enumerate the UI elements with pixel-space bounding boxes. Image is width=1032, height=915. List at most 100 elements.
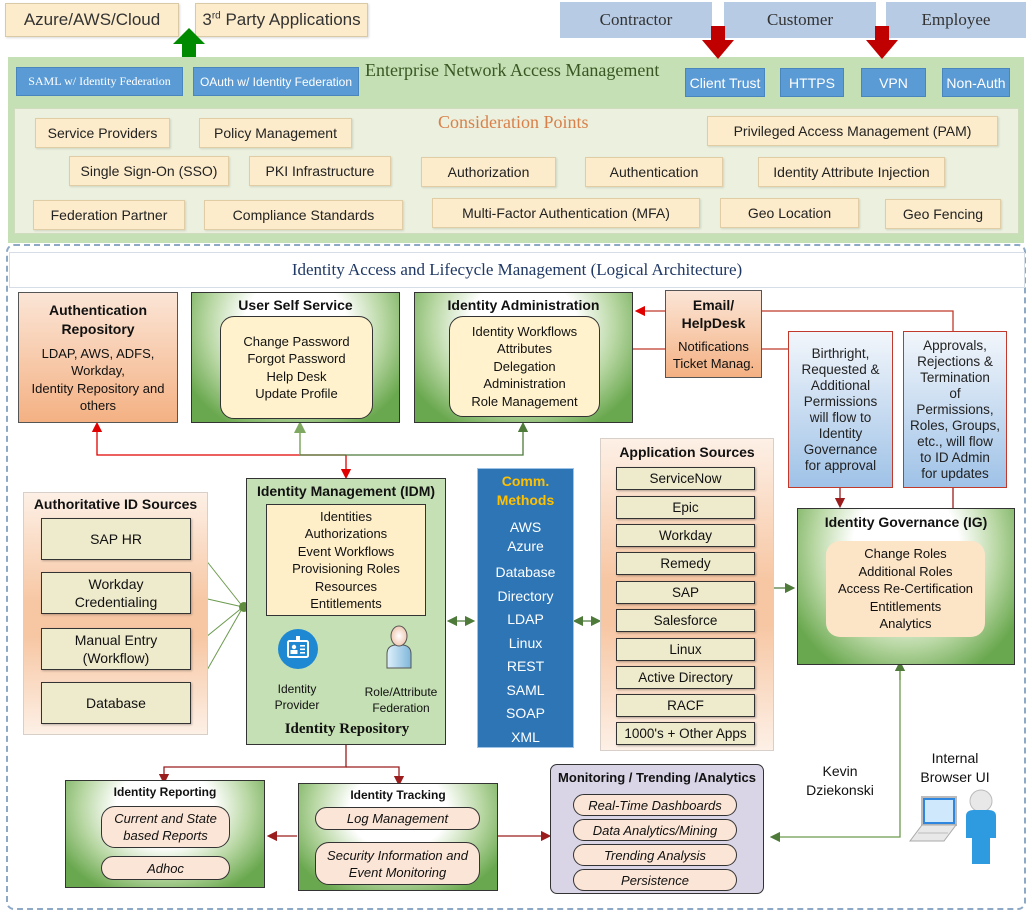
identity-reporting[interactable]: Identity Reporting Current and State bas… bbox=[65, 780, 265, 888]
consideration-geo-location[interactable]: Geo Location bbox=[720, 198, 859, 228]
report-label: Adhoc bbox=[147, 860, 184, 876]
consideration-compliance-standards[interactable]: Compliance Standards bbox=[204, 200, 403, 230]
app-source-item[interactable]: Linux bbox=[616, 638, 755, 661]
monitoring-item[interactable]: Trending Analysis bbox=[573, 844, 737, 866]
flow-note-line: Termination bbox=[920, 369, 990, 385]
consideration-label: Single Sign-On (SSO) bbox=[80, 163, 218, 179]
monitoring-label: Trending Analysis bbox=[604, 847, 706, 863]
flow-note-line: Identity bbox=[818, 425, 863, 441]
self-service-item[interactable]: Change Password bbox=[243, 333, 350, 349]
consideration-policy-management[interactable]: Policy Management bbox=[199, 118, 352, 148]
monitoring-item[interactable]: Persistence bbox=[573, 869, 737, 891]
email-helpdesk[interactable]: Email/ HelpDesk Notifications Ticket Man… bbox=[665, 290, 762, 378]
consideration-pam[interactable]: Privileged Access Management (PAM) bbox=[707, 116, 998, 146]
consideration-label: Authentication bbox=[609, 164, 699, 180]
consideration-label: Geo Location bbox=[747, 205, 832, 221]
tracking-log-management[interactable]: Log Management bbox=[315, 807, 480, 830]
auth-source-label: SAP HR bbox=[90, 531, 142, 547]
consideration-label: Policy Management bbox=[214, 125, 337, 141]
user-type-contractor[interactable]: Contractor bbox=[560, 2, 712, 38]
authentication-repository[interactable]: Authentication Repository LDAP, AWS, ADF… bbox=[18, 292, 178, 423]
app-source-item[interactable]: Remedy bbox=[616, 552, 755, 575]
auth-source-database[interactable]: Database bbox=[41, 682, 191, 724]
tracking-siem[interactable]: Security Information and Event Monitorin… bbox=[315, 842, 480, 885]
identity-governance-ig[interactable]: Identity Governance (IG) Change Roles Ad… bbox=[797, 508, 1015, 665]
comm-item: SOAP bbox=[506, 705, 545, 721]
role-attribute-federation-icon[interactable] bbox=[384, 624, 414, 670]
oauth-federation-button[interactable]: OAuth w/ Identity Federation bbox=[193, 67, 359, 96]
comm-item: Linux bbox=[508, 634, 543, 651]
user-type-label: Employee bbox=[921, 10, 991, 29]
identity-provider-icon[interactable] bbox=[277, 628, 319, 670]
auth-repo-line: others bbox=[79, 398, 117, 413]
auth-source-workday[interactable]: Workday Credentialing bbox=[41, 572, 191, 614]
self-service-item[interactable]: Help Desk bbox=[266, 368, 327, 384]
cloud-target-azure-aws[interactable]: Azure/AWS/Cloud bbox=[5, 3, 179, 37]
down-arrow-icon bbox=[866, 26, 898, 59]
consideration-mfa[interactable]: Multi-Factor Authentication (MFA) bbox=[432, 198, 700, 228]
identity-administration[interactable]: Identity Administration Identity Workflo… bbox=[414, 292, 633, 423]
report-current-state[interactable]: Current and State based Reports bbox=[101, 806, 230, 848]
tracking-label: Log Management bbox=[346, 811, 449, 826]
auth-source-sap-hr[interactable]: SAP HR bbox=[41, 518, 191, 560]
user-type-customer[interactable]: Customer bbox=[724, 2, 876, 38]
app-source-item[interactable]: Active Directory bbox=[616, 666, 755, 689]
monitoring-trending-analytics[interactable]: Monitoring / Trending /Analytics Real-Ti… bbox=[550, 764, 764, 894]
monitoring-item[interactable]: Real-Time Dashboards bbox=[573, 794, 737, 816]
consideration-federation-partner[interactable]: Federation Partner bbox=[33, 200, 185, 230]
consideration-label: Multi-Factor Authentication (MFA) bbox=[462, 205, 670, 221]
app-source-label: 1000's + Other Apps bbox=[624, 726, 747, 741]
user-type-employee[interactable]: Employee bbox=[886, 2, 1026, 38]
auth-source-label: Manual Entry bbox=[74, 632, 158, 648]
app-source-label: Salesforce bbox=[653, 613, 718, 628]
consideration-identity-attribute-injection[interactable]: Identity Attribute Injection bbox=[758, 157, 945, 187]
app-source-item[interactable]: Epic bbox=[616, 496, 755, 519]
network-title: Enterprise Network Access Management bbox=[365, 60, 660, 80]
vpn-button[interactable]: VPN bbox=[861, 68, 926, 97]
monitoring-item[interactable]: Data Analytics/Mining bbox=[573, 819, 737, 841]
app-source-item[interactable]: RACF bbox=[616, 694, 755, 717]
auth-repo-line: Workday, bbox=[71, 363, 125, 378]
id-admin-item[interactable]: Administration bbox=[483, 376, 566, 392]
app-source-label: Epic bbox=[672, 500, 699, 515]
identity-management-idm[interactable]: Identity Management (IDM) Identities Aut… bbox=[246, 478, 446, 745]
app-source-item[interactable]: ServiceNow bbox=[616, 467, 755, 490]
saml-federation-button[interactable]: SAML w/ Identity Federation bbox=[16, 67, 183, 96]
access-method-label: VPN bbox=[879, 74, 908, 91]
auth-source-manual-entry[interactable]: Manual Entry (Workflow) bbox=[41, 628, 191, 670]
helpdesk-items: Notifications Ticket Manag. bbox=[673, 338, 754, 372]
https-button[interactable]: HTTPS bbox=[780, 68, 844, 97]
report-adhoc[interactable]: Adhoc bbox=[101, 856, 230, 880]
consideration-geo-fencing[interactable]: Geo Fencing bbox=[885, 199, 1001, 229]
self-service-item[interactable]: Forgot Password bbox=[247, 351, 346, 366]
client-trust-button[interactable]: Client Trust bbox=[685, 68, 765, 97]
comm-title-line: Methods bbox=[496, 492, 555, 508]
id-admin-item[interactable]: Role Management bbox=[471, 393, 578, 409]
federation-label-line: Role/Attribute bbox=[364, 685, 438, 699]
flow-note-line: Permissions, bbox=[916, 401, 994, 417]
identity-tracking[interactable]: Identity Tracking Log Management Securit… bbox=[298, 783, 498, 891]
id-admin-item[interactable]: Attributes bbox=[497, 341, 552, 357]
consideration-service-providers[interactable]: Service Providers bbox=[35, 118, 170, 148]
self-service-item[interactable]: Update Profile bbox=[255, 386, 338, 401]
identity-repository-label: Identity Repository bbox=[284, 721, 410, 737]
cloud-target-third-party[interactable]: 3rd Party Applications bbox=[195, 3, 368, 37]
app-source-item[interactable]: Workday bbox=[616, 524, 755, 547]
helpdesk-title: Email/ HelpDesk bbox=[682, 296, 746, 332]
app-source-item[interactable]: SAP bbox=[616, 581, 755, 604]
consideration-pki[interactable]: PKI Infrastructure bbox=[249, 156, 391, 186]
user-self-service[interactable]: User Self Service Change Password Forgot… bbox=[191, 292, 400, 423]
third-party-number: 3 bbox=[202, 10, 212, 29]
app-source-item[interactable]: 1000's + Other Apps bbox=[616, 722, 755, 745]
monitoring-label: Data Analytics/Mining bbox=[592, 822, 718, 838]
non-auth-button[interactable]: Non-Auth bbox=[942, 68, 1010, 97]
monitoring-label: Real-Time Dashboards bbox=[588, 797, 722, 813]
app-source-item[interactable]: Salesforce bbox=[616, 609, 755, 632]
consideration-authorization[interactable]: Authorization bbox=[421, 157, 556, 187]
consideration-sso[interactable]: Single Sign-On (SSO) bbox=[69, 156, 229, 186]
consideration-authentication[interactable]: Authentication bbox=[585, 157, 723, 187]
id-admin-item[interactable]: Delegation bbox=[493, 358, 556, 374]
comm-item: SAML bbox=[506, 681, 545, 698]
flow-note-line: to ID Admin bbox=[920, 449, 990, 465]
id-admin-item[interactable]: Identity Workflows bbox=[471, 323, 578, 339]
